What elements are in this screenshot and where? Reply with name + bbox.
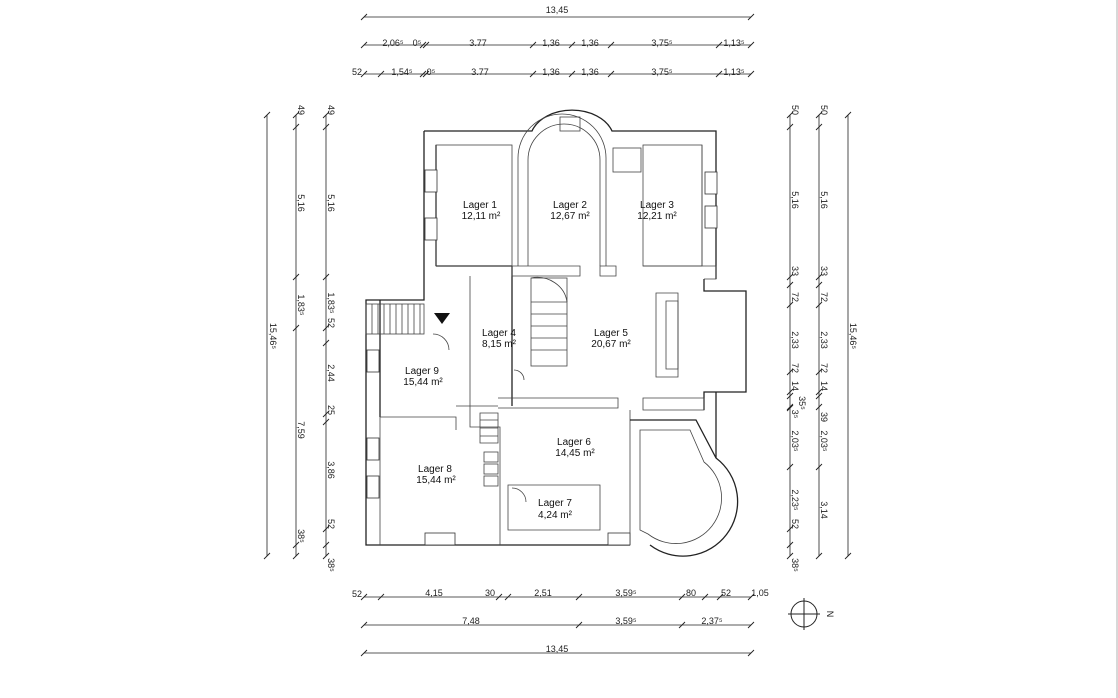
dim-top-r2-3: 3.77: [469, 38, 487, 48]
dim-top-r2-2: 0⁵: [413, 38, 422, 48]
bottom-dimensions: 52 4,15 30 2,51 3,59⁵ 80 52 1,05 7,48 3,…: [352, 588, 769, 657]
north-label: N: [825, 611, 835, 618]
room-label-lager-3: Lager 3: [640, 200, 674, 211]
dim-bottom-r1-2: 30: [485, 588, 495, 598]
room-area-lager-7: 4,24 m²: [538, 510, 573, 521]
right-dimensions: 50 5,16 33 72 2,33 72 14 35⁵ 3⁵ 2,03⁵ 2,…: [786, 105, 858, 572]
dim-left-c3-3: 1,83⁵: [326, 292, 336, 314]
dim-right-c1-6: 72: [790, 363, 800, 373]
room-label-lager-4: Lager 4: [482, 328, 516, 339]
dim-bottom-r1-1: 4,15: [425, 588, 443, 598]
dim-left-c3-4: 52: [326, 318, 336, 328]
room-labels: Lager 1 12,11 m² Lager 2 12,67 m² Lager …: [403, 200, 677, 521]
dim-right-overall: 15,46⁵: [848, 323, 858, 350]
left-dimensions: 15,46⁵ 49 5,16 1,83⁵ 7,59 38⁵ 49 5,16 1,…: [263, 105, 336, 572]
dim-left-c3-7: 3,86: [326, 461, 336, 479]
dim-bottom-r2-1: 7,48: [462, 616, 480, 626]
dim-top-r3-7: 1,13⁵: [723, 67, 745, 77]
dim-bottom-r1-5: 80: [686, 588, 696, 598]
dim-right-c1-1: 50: [790, 105, 800, 115]
dim-right-c1-9: 3⁵: [790, 410, 800, 419]
room-label-lager-6: Lager 6: [557, 437, 591, 448]
dim-right-c1-12: 52: [790, 519, 800, 529]
room-label-lager-8: Lager 8: [418, 464, 452, 475]
dim-top-r2-7: 1,13⁵: [723, 38, 745, 48]
dim-right-c2-10: 3,14: [819, 501, 829, 519]
dim-right-c2-2: 5,16: [819, 191, 829, 209]
canvas-right-edge: [1116, 0, 1118, 698]
dim-left-c2-2: 5,16: [296, 194, 306, 212]
dim-top-r2-5: 1,36: [581, 38, 599, 48]
dim-bottom-r2-2: 3,59⁵: [615, 616, 637, 626]
dim-bottom-overall: 13,45: [546, 644, 569, 654]
dim-right-c1-8: 35⁵: [797, 396, 807, 410]
dim-left-c3-5: 2,44: [326, 364, 336, 382]
dim-left-c3-6: 25: [326, 405, 336, 415]
dim-top-overall: 13,45: [546, 5, 569, 15]
room-area-lager-5: 20,67 m²: [591, 339, 631, 350]
room-label-lager-5: Lager 5: [594, 328, 628, 339]
dim-top-r3-2: 0⁵: [427, 67, 436, 77]
room-area-lager-9: 15,44 m²: [403, 377, 443, 388]
north-arrow-icon: N: [788, 598, 835, 630]
room-area-lager-8: 15,44 m²: [416, 475, 456, 486]
dim-right-c1-7: 14: [790, 381, 800, 391]
room-label-lager-1: Lager 1: [463, 200, 497, 211]
dim-bottom-r2-3: 2,37⁵: [701, 616, 723, 626]
dim-top-r3-3: 3.77: [471, 67, 489, 77]
dim-right-c1-2: 5,16: [790, 191, 800, 209]
dim-top-r2-6: 3,75⁵: [651, 38, 673, 48]
dim-right-c2-8: 39: [819, 412, 829, 422]
room-label-lager-2: Lager 2: [553, 200, 587, 211]
room-label-lager-7: Lager 7: [538, 498, 572, 509]
dim-top-r3-5: 1,36: [581, 67, 599, 77]
building-outline: [365, 109, 747, 557]
dim-top-r3-1: 1,54⁵: [391, 67, 413, 77]
dim-left-c2-5: 38⁵: [296, 529, 306, 543]
dim-left-c3-8: 52: [326, 519, 336, 529]
dim-left-c2-4: 7,59: [296, 421, 306, 439]
dim-right-c2-6: 72: [819, 363, 829, 373]
dim-right-c2-9: 2,03⁵: [819, 430, 829, 452]
dim-right-c1-10: 2,03⁵: [790, 430, 800, 452]
room-area-lager-4: 8,15 m²: [482, 339, 517, 350]
entrance-marker-icon: [434, 313, 450, 324]
dim-left-c2-1: 49: [296, 105, 306, 115]
dim-right-c1-13: 38⁵: [790, 558, 800, 572]
dim-right-c1-11: 2,23⁵: [790, 489, 800, 511]
dim-right-c1-3: 33: [790, 266, 800, 276]
dim-bottom-r1-4: 3,59⁵: [615, 588, 637, 598]
dim-right-c1-5: 2,33: [790, 331, 800, 349]
room-area-lager-1: 12,11 m²: [462, 211, 501, 222]
room-area-lager-6: 14,45 m²: [555, 448, 595, 459]
dim-top-r3-start: 52: [352, 67, 362, 77]
room-area-lager-2: 12,67 m²: [550, 211, 590, 222]
dim-left-overall: 15,46⁵: [268, 323, 278, 350]
dim-bottom-r1-7: 1,05: [751, 588, 769, 598]
dim-top-r3-4: 1,36: [542, 67, 560, 77]
dim-top-r3-6: 3,75⁵: [651, 67, 673, 77]
room-area-lager-3: 12,21 m²: [637, 211, 677, 222]
top-dimensions: 13,45 2,06⁵ 0⁵ 3.77 1,36 1,36 3,75⁵ 1,13…: [352, 5, 755, 78]
dim-right-c2-1: 50: [819, 105, 829, 115]
dim-right-c2-5: 2,33: [819, 331, 829, 349]
dim-right-c2-3: 33: [819, 266, 829, 276]
room-label-lager-9: Lager 9: [405, 366, 439, 377]
dim-left-c3-2: 5,16: [326, 194, 336, 212]
dim-bottom-r1-6: 52: [721, 588, 731, 598]
dim-right-c2-4: 72: [819, 292, 829, 302]
dim-right-c2-7: 14: [819, 381, 829, 391]
dim-left-c3-9: 38⁵: [326, 558, 336, 572]
dim-left-c3-1: 49: [326, 105, 336, 115]
dim-left-c2-3: 1,83⁵: [296, 294, 306, 316]
dim-top-r2-4: 1,36: [542, 38, 560, 48]
dim-top-r2-1: 2,06⁵: [382, 38, 404, 48]
dim-bottom-r1-start: 52: [352, 589, 362, 599]
dim-bottom-r1-3: 2,51: [534, 588, 552, 598]
dim-right-c1-4: 72: [790, 292, 800, 302]
